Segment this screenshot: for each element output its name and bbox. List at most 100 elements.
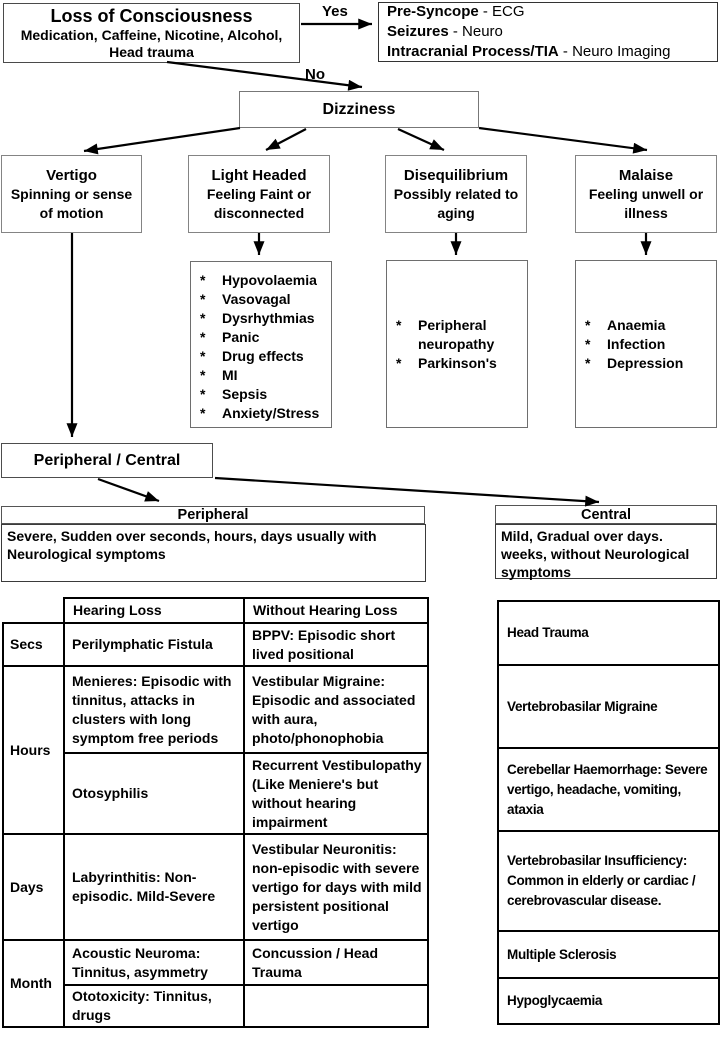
arrow-to-disequilibrium (397, 127, 445, 152)
malaise-box: Malaise Feeling unwell or illness (575, 155, 717, 233)
bullet-asterisk: * (200, 329, 206, 345)
list-item: *Depression (576, 354, 716, 373)
cell-otosyphilis: Otosyphilis (63, 752, 245, 835)
presyncope-line: Pre-Syncope - ECG (387, 2, 717, 22)
table-row: Days Labyrinthitis: Non-episodic. Mild-S… (2, 833, 429, 941)
table-row: Multiple Sclerosis (497, 930, 720, 979)
seizures-line: Seizures - Neuro (387, 22, 717, 42)
loss-of-consciousness-box: Loss of Consciousness Medication, Caffei… (3, 3, 300, 63)
list-item: *Vasovagal (191, 290, 331, 309)
arrow-to-vertigo (83, 126, 241, 155)
cell-empty (243, 984, 429, 1028)
bullet-asterisk: * (585, 335, 591, 352)
central-causes-table: Head Trauma Vertebrobasilar Migraine Cer… (497, 600, 720, 1025)
list-item: *Parkinson's (387, 354, 527, 373)
cell-perilymphatic-fistula: Perilymphatic Fistula (63, 622, 245, 667)
list-item: *Drug effects (191, 347, 331, 366)
cell-cerebellar-haemorrhage: Cerebellar Haemorrhage: Severe vertigo, … (497, 747, 720, 832)
disequilibrium-causes-list: *Peripheral neuropathy *Parkinson's (386, 260, 528, 428)
list-item: *Peripheral neuropathy (387, 316, 527, 354)
bullet-asterisk: * (585, 316, 591, 333)
peripheral-section-header: Peripheral (1, 506, 425, 524)
list-item: *Hypovolaemia (191, 271, 331, 290)
bullet-asterisk: * (396, 316, 402, 333)
row-label-month: Month (2, 939, 65, 1028)
seizures-action: - Neuro (448, 23, 503, 40)
bullet-asterisk: * (200, 367, 206, 383)
peripheral-section-desc: Severe, Sudden over seconds, hours, days… (1, 524, 426, 582)
list-item: *Panic (191, 328, 331, 347)
cell-recurrent-vestibulopathy: Recurrent Vestibulopathy (Like Meniere's… (243, 752, 429, 835)
table-row: Cerebellar Haemorrhage: Severe vertigo, … (497, 747, 720, 832)
arrow-to-malaise (478, 126, 648, 154)
corner-cell (3, 598, 64, 623)
peripheral-causes-table: Hearing Loss Without Hearing Loss Secs P… (2, 597, 429, 1028)
bullet-asterisk: * (200, 291, 206, 307)
vertigo-title: Vertigo (46, 166, 97, 184)
light-headed-desc: Feeling Faint or disconnected (206, 185, 312, 221)
col-header-without-hearing-loss: Without Hearing Loss (243, 597, 429, 624)
presyncope-term: Pre-Syncope (387, 3, 479, 20)
table-row: Secs Perilymphatic Fistula BPPV: Episodi… (2, 622, 429, 667)
table-row: Head Trauma (497, 600, 720, 666)
syncope-workup-box: Pre-Syncope - ECG Seizures - Neuro Intra… (378, 2, 718, 62)
disequilibrium-box: Disequilibrium Possibly related to aging (385, 155, 527, 233)
bullet-asterisk: * (200, 405, 206, 421)
list-item: *Sepsis (191, 385, 331, 404)
bullet-asterisk: * (200, 386, 206, 402)
table-row: Vertebrobasilar Insufficiency: Common in… (497, 830, 720, 932)
light-headed-title: Light Headed (211, 166, 307, 184)
list-item: *MI (191, 366, 331, 385)
row-label-hours: Hours (2, 665, 65, 835)
bullet-asterisk: * (200, 310, 206, 326)
cell-multiple-sclerosis: Multiple Sclerosis (497, 930, 720, 979)
cell-head-trauma: Head Trauma (497, 600, 720, 666)
dizziness-box: Dizziness (239, 91, 479, 128)
table-row: Ototoxicity: Tinnitus, drugs (3, 984, 429, 1028)
table-header-row: Hearing Loss Without Hearing Loss (3, 597, 429, 624)
intracranial-line: Intracranial Process/TIA - Neuro Imaging (387, 42, 717, 62)
central-section-desc: Mild, Gradual over days. weeks, without … (495, 524, 717, 580)
cell-concussion-head-trauma: Concussion / Head Trauma (243, 939, 429, 986)
arrow-to-peripheral (97, 477, 160, 503)
list-item: *Anaemia (576, 316, 716, 335)
arrow-to-central (214, 476, 600, 507)
bullet-asterisk: * (396, 354, 402, 371)
light-headed-causes-list: *Hypovolaemia *Vasovagal *Dysrhythmias *… (190, 261, 332, 428)
disequilibrium-desc: Possibly related to aging (393, 185, 519, 221)
row-label-secs: Secs (2, 622, 65, 667)
cell-vestibular-migraine: Vestibular Migraine: Episodic and associ… (243, 665, 429, 754)
malaise-desc: Feeling unwell or illness (588, 185, 704, 221)
branch-label-no: No (305, 66, 325, 83)
cell-ototoxicity: Ototoxicity: Tinnitus, drugs (63, 984, 245, 1028)
cell-bppv: BPPV: Episodic short lived positional (243, 622, 429, 667)
cell-acoustic-neuroma: Acoustic Neuroma: Tinnitus, asymmetry (63, 939, 245, 986)
table-row: Vertebrobasilar Migraine (497, 664, 720, 749)
table-row: Hours Menieres: Episodic with tinnitus, … (2, 665, 429, 835)
col-header-hearing-loss: Hearing Loss (63, 597, 245, 624)
light-headed-box: Light Headed Feeling Faint or disconnect… (188, 155, 330, 233)
vertigo-box: Vertigo Spinning or sense of motion (1, 155, 142, 233)
dizziness-title: Dizziness (322, 100, 396, 118)
peripheral-central-box: Peripheral / Central (1, 443, 213, 478)
intracranial-action: - Neuro Imaging (558, 43, 671, 60)
peripheral-central-title: Peripheral / Central (33, 451, 181, 469)
list-item: *Infection (576, 335, 716, 354)
cell-vestibular-neuronitis: Vestibular Neuronitis: non-episodic with… (243, 833, 429, 941)
cell-vertebrobasilar-migraine: Vertebrobasilar Migraine (497, 664, 720, 749)
malaise-title: Malaise (618, 166, 674, 184)
cell-vertebrobasilar-insufficiency: Vertebrobasilar Insufficiency: Common in… (497, 830, 720, 932)
presyncope-action: - ECG (478, 3, 525, 20)
row-label-days: Days (2, 833, 65, 941)
arrow-to-light-headed (265, 128, 307, 151)
table-row: Hypoglycaemia (497, 977, 720, 1025)
list-item: *Anxiety/Stress (191, 404, 331, 423)
cell-menieres: Menieres: Episodic with tinnitus, attack… (63, 665, 245, 754)
cell-hypoglycaemia: Hypoglycaemia (497, 977, 720, 1025)
seizures-term: Seizures (387, 23, 449, 40)
bullet-asterisk: * (200, 348, 206, 364)
cell-labyrinthitis: Labyrinthitis: Non-episodic. Mild-Severe (63, 833, 245, 941)
arrow-no (166, 60, 363, 91)
loss-of-consciousness-triggers: Medication, Caffeine, Nicotine, Alcohol,… (20, 27, 283, 60)
